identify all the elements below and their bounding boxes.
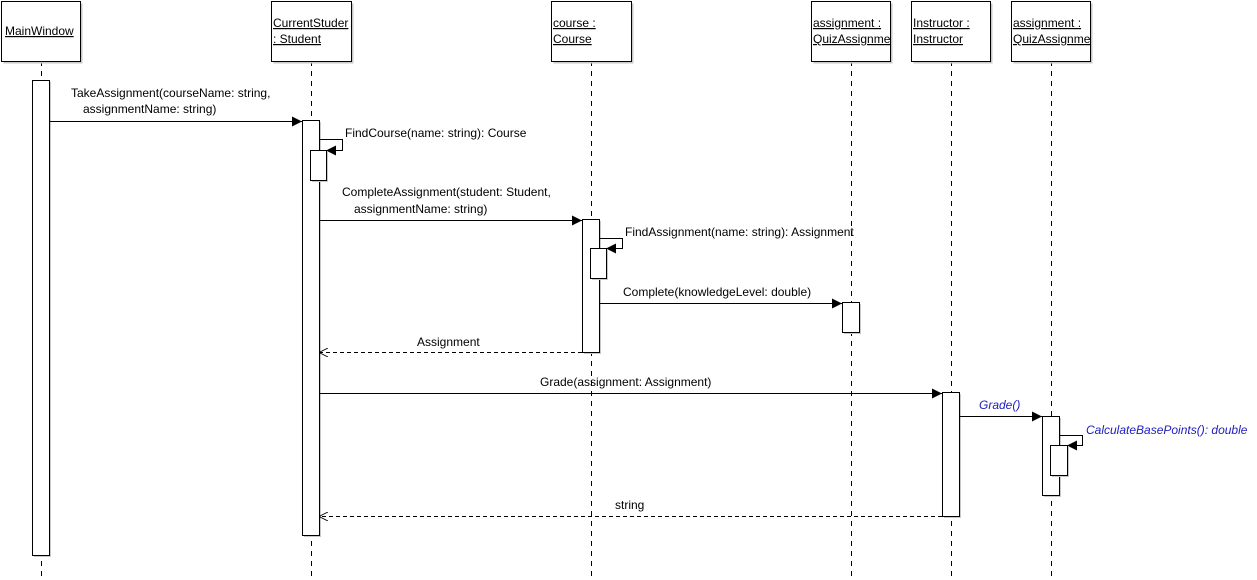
participant-box	[1011, 1, 1091, 62]
participant-label-line: CurrentStuder	[273, 16, 348, 30]
participant-assignment1[interactable]: assignment : QuizAssignme	[811, 1, 893, 64]
participant-box	[911, 1, 991, 62]
message-return-string[interactable]: string	[319, 498, 942, 517]
message-complete[interactable]: Complete(knowledgeLevel: double)	[599, 285, 842, 309]
message-label-line: Assignment	[417, 335, 480, 349]
message-arrow	[599, 238, 623, 254]
participant-label-line: QuizAssignme	[813, 32, 891, 46]
participant-mainwindow[interactable]: MainWindow	[1, 1, 83, 64]
participant-box	[551, 1, 632, 62]
participant-label-line: assignment :	[813, 16, 881, 30]
activation-bar-assignment1	[842, 302, 860, 333]
activation-bar-mainwindow	[32, 80, 50, 556]
message-complete-assignment[interactable]: CompleteAssignment(student: Student, assi…	[319, 185, 582, 226]
participant-label-line: Instructor :	[913, 16, 970, 30]
message-label-line: assignmentName: string)	[83, 102, 216, 116]
message-label-line: CompleteAssignment(student: Student,	[342, 185, 551, 199]
message-label-line: Complete(knowledgeLevel: double)	[623, 285, 811, 299]
message-label-line: TakeAssignment(courseName: string,	[71, 86, 270, 100]
participant-label-line: Instructor	[913, 32, 963, 46]
activation-bar-currentstudent	[310, 150, 327, 181]
message-find-course[interactable]: FindCourse(name: string): Course	[319, 126, 527, 156]
activation-bar-assignment2	[1050, 445, 1068, 476]
participant-label-line: assignment :	[1013, 16, 1081, 30]
message-arrow	[319, 139, 343, 156]
participant-assignment2[interactable]: assignment : QuizAssignme	[1011, 1, 1093, 64]
participant-label-line: MainWindow	[5, 24, 74, 38]
message-label-line: CalculateBasePoints(): double	[1086, 423, 1248, 437]
participant-box	[811, 1, 891, 62]
lifelines	[41, 61, 1052, 580]
message-take-assignment[interactable]: TakeAssignment(courseName: string, assign…	[49, 86, 302, 127]
activation-bars	[32, 80, 1069, 557]
participant-boxes: MainWindow CurrentStuder : Student course :…	[1, 1, 1093, 64]
activation-bar-currentstudent	[302, 120, 320, 536]
message-label-line: Grade()	[979, 398, 1020, 412]
message-return-assignment[interactable]: Assignment	[319, 335, 582, 353]
participant-instructor[interactable]: Instructor : Instructor	[911, 1, 993, 64]
activation-bar-course	[590, 248, 607, 279]
participant-label-line: Course	[553, 32, 592, 46]
participant-label-line: : Student	[273, 32, 322, 46]
message-label-line: Grade(assignment: Assignment)	[540, 375, 711, 389]
message-calculate-base-points[interactable]: CalculateBasePoints(): double	[1059, 423, 1248, 451]
activation-bar-instructor	[942, 392, 960, 517]
participant-box	[271, 1, 352, 62]
message-label-line: FindCourse(name: string): Course	[345, 126, 527, 140]
message-arrow	[1059, 435, 1083, 451]
message-find-assignment[interactable]: FindAssignment(name: string): Assignment	[599, 225, 854, 254]
participant-course[interactable]: course : Course	[551, 1, 634, 64]
activation-bar-course	[582, 219, 600, 353]
message-label-line: assignmentName: string)	[354, 202, 487, 216]
message-label-line: string	[615, 498, 644, 512]
participant-currentstudent[interactable]: CurrentStuder : Student	[271, 1, 354, 64]
participant-box	[1, 1, 81, 62]
messages: TakeAssignment(courseName: string, assign…	[49, 86, 1248, 517]
message-label-line: FindAssignment(name: string): Assignment	[625, 225, 854, 239]
message-grade-assignment[interactable]: Grade(assignment: Assignment)	[319, 375, 942, 399]
participant-label-line: QuizAssignme	[1013, 32, 1091, 46]
message-grade[interactable]: Grade()	[959, 398, 1042, 422]
participant-label-line: course :	[553, 16, 596, 30]
